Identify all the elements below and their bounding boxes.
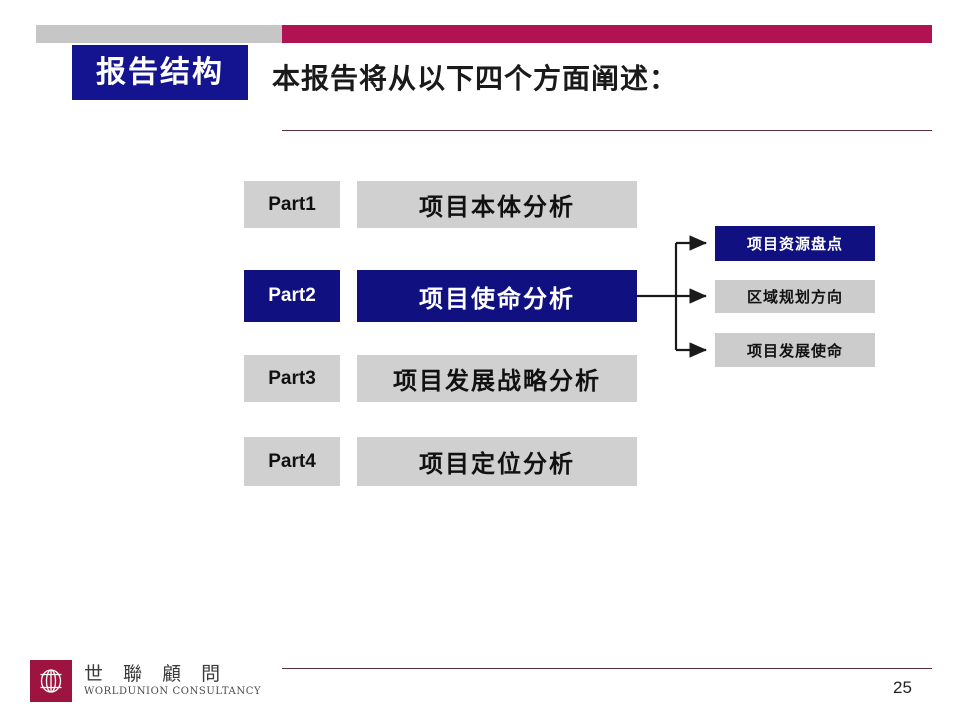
part-title-3[interactable]: 项目发展战略分析 <box>357 355 637 402</box>
page-number: 25 <box>893 678 912 697</box>
part-chip-3[interactable]: Part3 <box>244 355 340 402</box>
part-title-2[interactable]: 项目使命分析 <box>357 270 637 322</box>
part-title-1[interactable]: 项目本体分析 <box>357 181 637 228</box>
sub-box-2[interactable]: 区域规划方向 <box>715 280 875 313</box>
footer-logo: 世 聯 顧 問 WORLDUNION CONSULTANCY <box>30 660 261 702</box>
page-title: 本报告将从以下四个方面阐述： <box>272 63 679 94</box>
sub-box-1[interactable]: 项目资源盘点 <box>715 226 875 261</box>
logo-text: 世 聯 顧 問 WORLDUNION CONSULTANCY <box>84 662 262 699</box>
logo-chinese-name: 世 聯 顧 問 <box>84 662 228 685</box>
part-chip-4[interactable]: Part4 <box>244 437 340 486</box>
divider-top <box>282 130 932 131</box>
section-tag-label: 报告结构 <box>96 55 224 89</box>
divider-bottom <box>282 668 932 669</box>
part-title-4[interactable]: 项目定位分析 <box>357 437 637 486</box>
part-chip-1[interactable]: Part1 <box>244 181 340 228</box>
part-chip-2[interactable]: Part2 <box>244 270 340 322</box>
header-bar-gray <box>36 25 282 43</box>
section-tag: 报告结构 <box>72 45 248 100</box>
sub-box-3[interactable]: 项目发展使命 <box>715 333 875 367</box>
header-bar-crimson <box>282 25 932 43</box>
worldunion-emblem-icon <box>30 660 72 702</box>
logo-english-name: WORLDUNION CONSULTANCY <box>84 686 262 698</box>
